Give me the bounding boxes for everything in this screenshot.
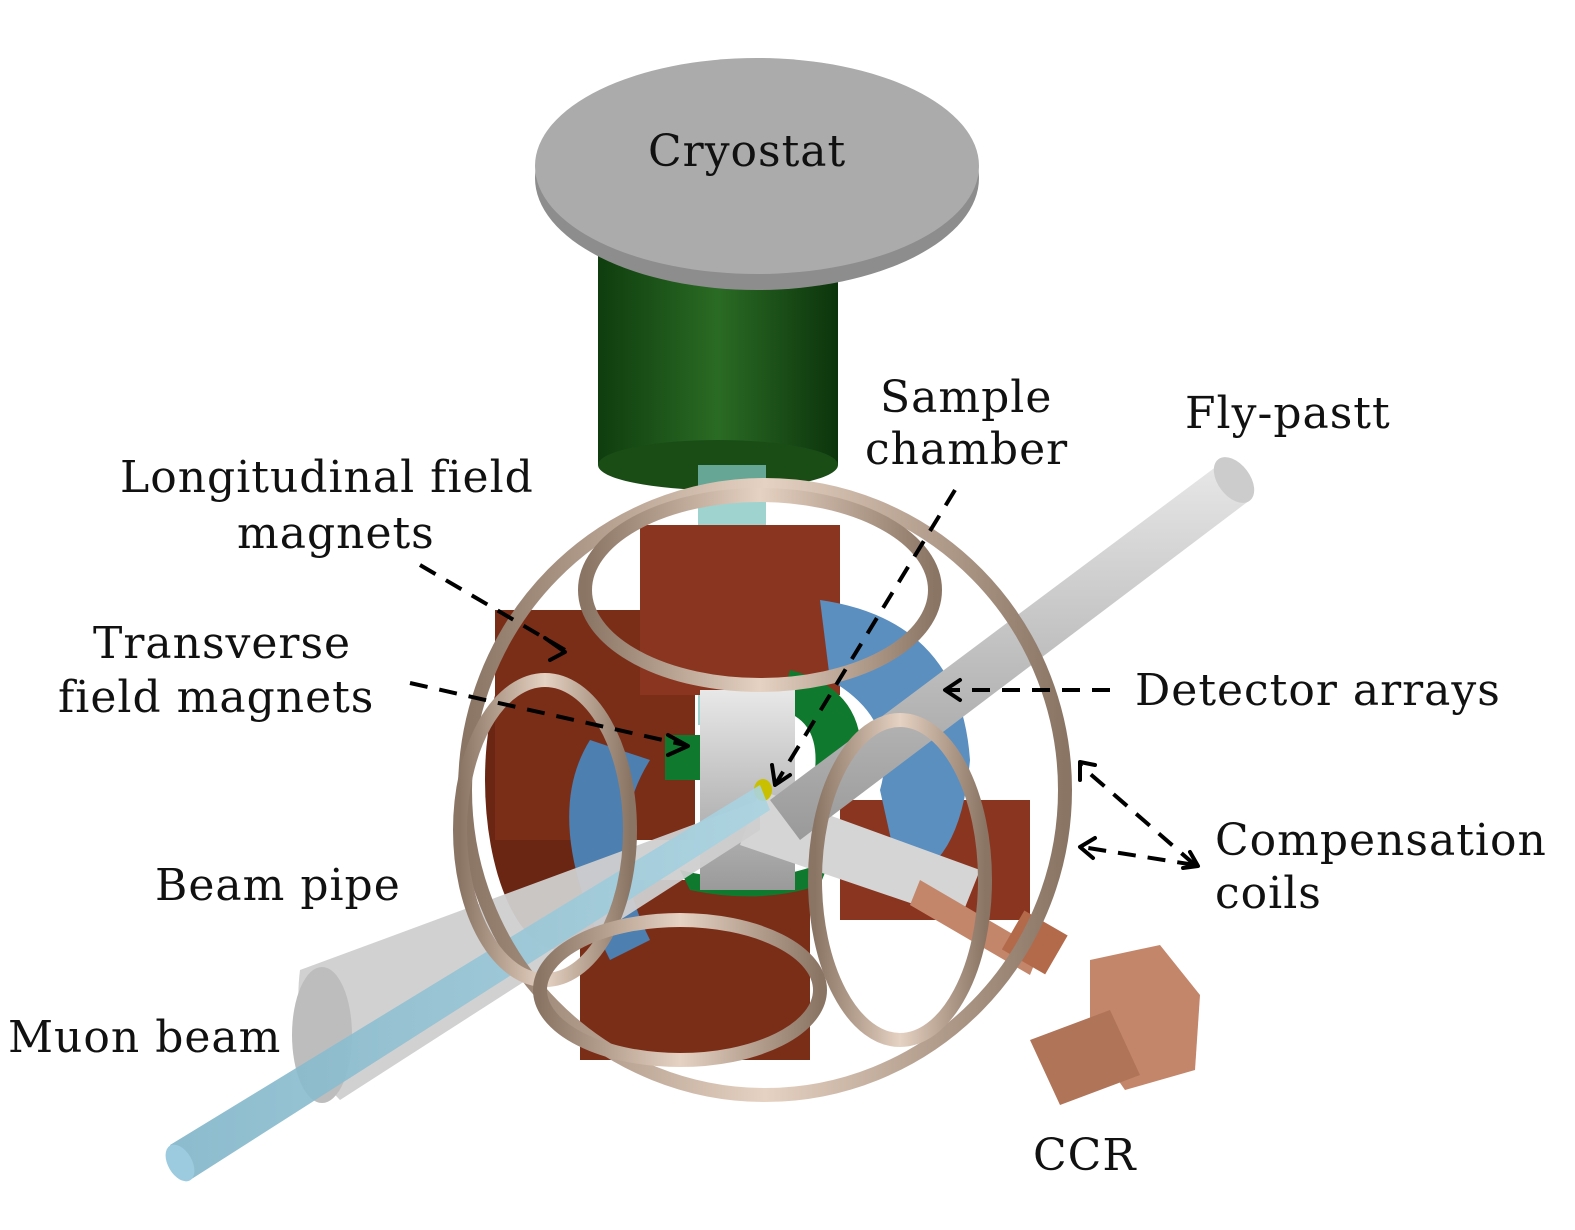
leader-compensation-1 — [1078, 763, 1197, 867]
label-cryostat: Cryostat — [648, 126, 847, 177]
coil-top — [578, 488, 942, 692]
arrowhead-compensation-label — [1181, 850, 1200, 870]
label-longitudinal-line1: Longitudinal field — [120, 452, 534, 503]
pole-right — [780, 670, 862, 770]
arrowhead-detector — [943, 678, 962, 702]
label-ccr: CCR — [1033, 1130, 1137, 1181]
arrowhead-transverse — [666, 733, 690, 757]
compensation-coils — [453, 478, 1072, 1102]
leader-compensation-2 — [1081, 845, 1196, 867]
label-longitudinal-line2: magnets — [237, 508, 435, 559]
label-transverse-line1: Transverse — [93, 618, 352, 669]
cryostat — [535, 58, 979, 725]
label-fly-past: Fly-pastt — [1185, 388, 1391, 439]
vertical-chamber-tube — [700, 690, 795, 890]
coil-bottom — [533, 913, 827, 1067]
muon-beam-end — [165, 1144, 195, 1182]
label-beam-pipe: Beam pipe — [155, 860, 401, 911]
label-compensation-line1: Compensation — [1215, 815, 1547, 866]
arrowhead-sample — [770, 763, 792, 787]
label-sample-chamber-line2: chamber — [865, 424, 1069, 475]
label-muon-beam: Muon beam — [8, 1012, 282, 1063]
coil-right — [808, 713, 992, 1047]
arrowhead-compensation-1 — [1078, 760, 1097, 782]
label-transverse-line2: field magnets — [58, 672, 375, 723]
label-compensation-line2: coils — [1215, 868, 1322, 919]
fly-past-tube — [770, 460, 1250, 840]
cryostat-top — [535, 58, 979, 274]
leader-transverse — [409, 681, 686, 747]
label-detector-arrays: Detector arrays — [1135, 665, 1501, 716]
leader-lines — [409, 488, 1200, 870]
label-sample-chamber-line1: Sample — [880, 372, 1053, 423]
arrowhead-compensation-2 — [1078, 836, 1097, 860]
leader-sample-chamber — [773, 488, 957, 787]
fly-past-end — [1213, 457, 1255, 503]
arrowhead-longitudinal — [543, 636, 567, 662]
ccr-base — [1030, 1010, 1140, 1105]
